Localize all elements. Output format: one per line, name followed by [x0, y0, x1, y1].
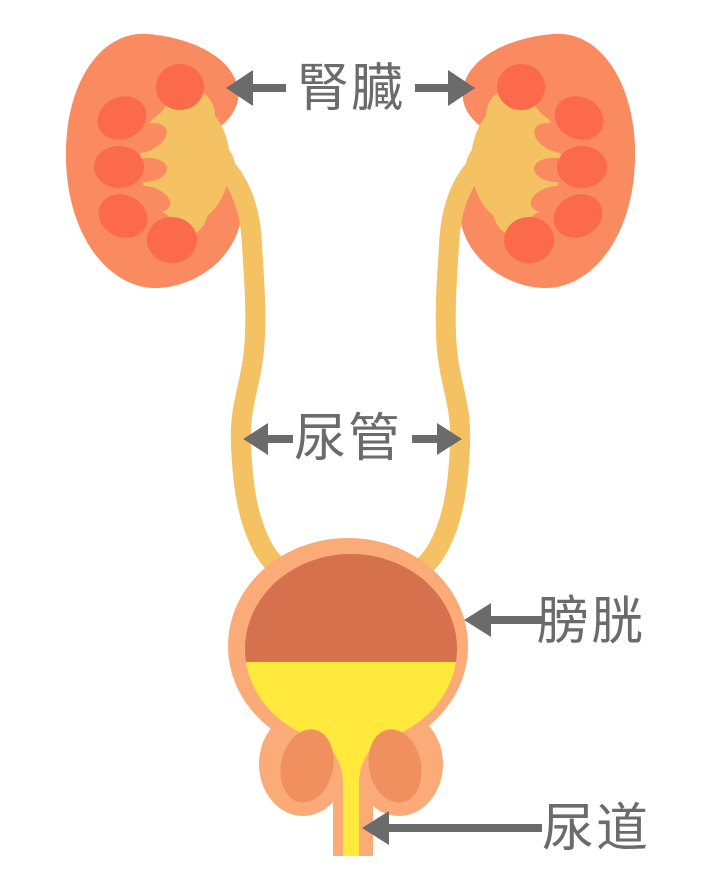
ureter-label: 尿管 [294, 409, 402, 469]
renal-pyramid [98, 194, 148, 238]
ureter-arrow-left-icon [243, 423, 293, 455]
bladder-arrow-icon [464, 603, 542, 637]
ureter-arrow-right-icon [412, 423, 462, 455]
prostate-lobe-right-inner [368, 729, 422, 803]
arrows [226, 70, 542, 845]
kidney-arrow-right-icon [415, 70, 475, 106]
prostate-inner [280, 729, 422, 803]
bladder-urine [246, 662, 456, 744]
left-kidney [65, 33, 296, 585]
labels: 腎臓 尿管 膀胱 尿道 [294, 59, 650, 859]
bladder-label: 膀胱 [537, 592, 645, 652]
renal-pyramid [147, 217, 197, 263]
kidney-arrow-left-icon [226, 70, 286, 106]
prostate-lobe-left-inner [280, 729, 334, 803]
kidney-label: 腎臓 [297, 59, 405, 119]
renal-pyramid [94, 146, 144, 188]
renal-pyramid [97, 96, 147, 140]
urethra-arrow-icon [362, 811, 542, 845]
urethra-label: 尿道 [542, 799, 650, 859]
ureter-tube [196, 139, 296, 585]
renal-pyramid [156, 64, 204, 110]
bladder-inner-top [245, 553, 457, 662]
renal-pyramids [94, 64, 204, 263]
urethra-urine-channel [296, 706, 406, 856]
